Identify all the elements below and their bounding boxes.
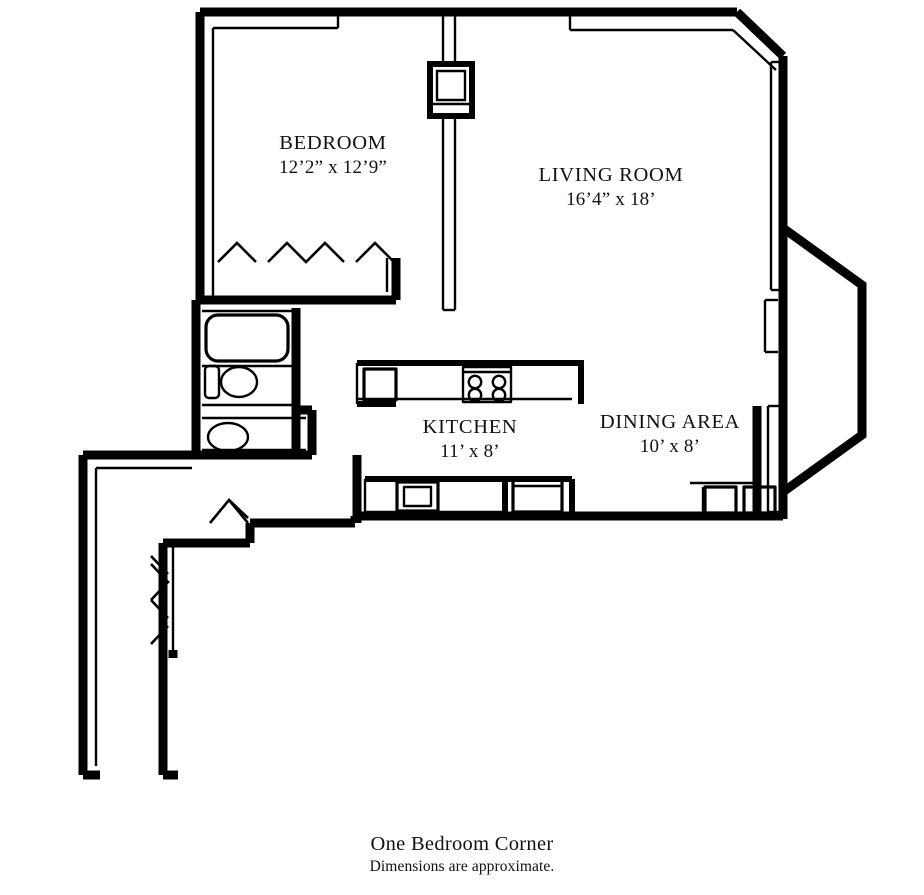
toilet-tank	[203, 364, 221, 400]
bay-window	[780, 224, 867, 496]
cooktop-burner-3	[467, 387, 483, 403]
wall-chamfer-top-right	[733, 8, 787, 60]
entry-area	[150, 497, 250, 658]
closet-bedroom-bifold-3	[355, 241, 395, 263]
closet-bedroom-bifold-2	[267, 241, 345, 264]
bathroom-fixtures	[202, 309, 306, 453]
plan-disclaimer: Dimensions are approximate.	[369, 858, 555, 875]
exterior-walls	[78, 7, 788, 780]
kitchen-sink	[395, 480, 440, 513]
entry-closet-bifold-4	[150, 625, 169, 645]
column-outer	[427, 61, 475, 119]
entry-closet-bifold-2	[150, 563, 170, 601]
room-name-bedroom: BEDROOM	[279, 132, 387, 154]
bathtub	[204, 313, 290, 363]
toilet-bowl	[219, 365, 259, 399]
kitchen-upper-counter-outline	[357, 360, 584, 404]
closet-bedroom	[217, 241, 395, 264]
cooktop	[461, 365, 513, 404]
kitchen-lower-counter	[363, 476, 575, 514]
plan-caption: One Bedroom Corner Dimensions are approx…	[0, 833, 924, 876]
cooktop-burner-4	[491, 387, 507, 403]
closet-bedroom-bifold-1	[217, 241, 257, 263]
room-label-bedroom: BEDROOM 12’2” x 12’9”	[193, 130, 473, 181]
column-inner	[435, 69, 467, 102]
radiator-left	[703, 485, 738, 515]
interior-walls	[196, 12, 475, 523]
room-dimensions-living-room: 16’4” x 18’	[566, 189, 656, 211]
cooktop-burner-2	[491, 374, 507, 390]
room-name-living-room: LIVING ROOM	[538, 164, 684, 186]
room-label-kitchen: KITCHEN 11’ x 8’	[350, 414, 590, 465]
dining-radiators	[690, 481, 777, 515]
room-label-dining-area: DINING AREA 10’ x 8’	[553, 409, 787, 460]
kitchen-sink-basin	[402, 485, 433, 508]
windows	[211, 16, 783, 516]
refrigerator	[362, 367, 398, 402]
radiator-right	[742, 485, 777, 515]
room-dimensions-dining-area: 10’ x 8’	[639, 436, 701, 458]
room-name-dining-area: DINING AREA	[599, 411, 741, 433]
window-chamfer-inner	[732, 29, 777, 71]
kitchen-upper-counter	[355, 360, 584, 407]
room-dimensions-bedroom: 12’2” x 12’9”	[278, 157, 388, 179]
dishwasher	[511, 478, 564, 514]
entry-closet-bifold-1	[150, 555, 169, 575]
cooktop-burner-1	[467, 374, 483, 390]
plan-title: One Bedroom Corner	[370, 833, 554, 855]
entry-door-leaf	[228, 499, 249, 519]
vanity-sink-basin	[206, 421, 250, 453]
room-dimensions-kitchen: 11’ x 8’	[440, 441, 500, 463]
room-name-kitchen: KITCHEN	[422, 416, 518, 438]
room-label-living-room: LIVING ROOM 16’4” x 18’	[483, 162, 739, 213]
bay-window-outline	[780, 224, 867, 496]
entry-closet-bifold-3	[150, 599, 169, 619]
